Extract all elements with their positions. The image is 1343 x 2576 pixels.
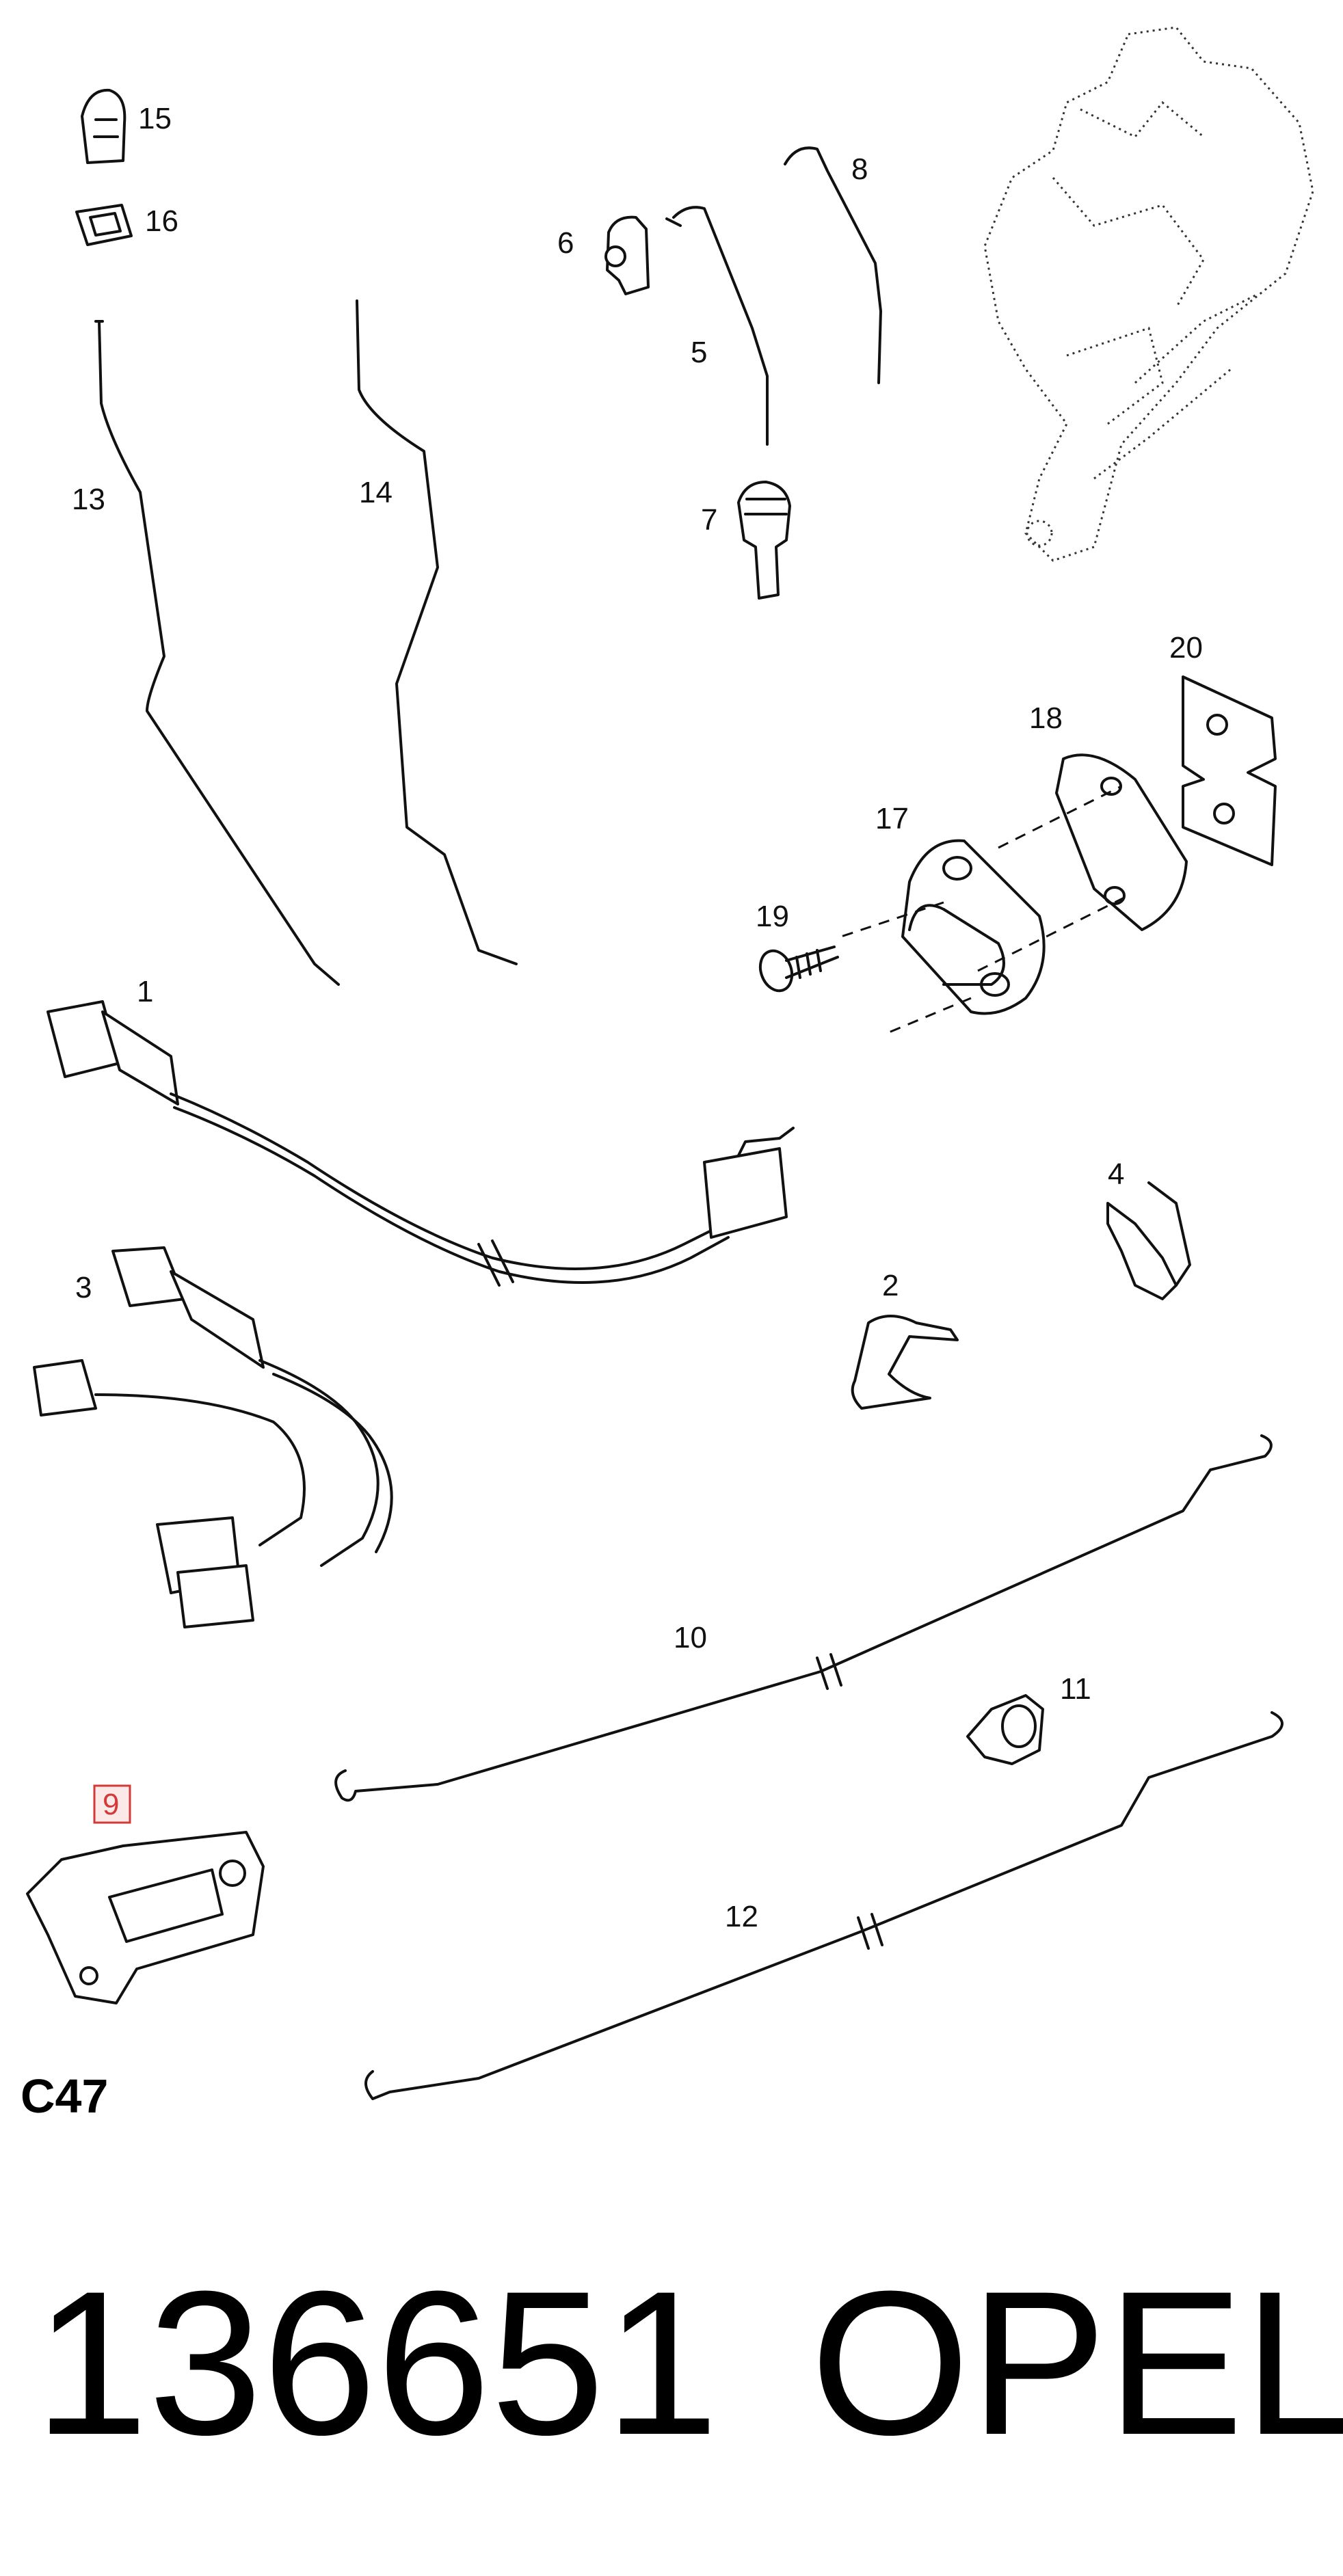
callout-19: 19	[756, 900, 789, 933]
callout-2: 2	[882, 1269, 899, 1302]
callout-9[interactable]: 9	[103, 1788, 119, 1821]
callout-1: 1	[137, 975, 153, 1008]
callout-12: 12	[725, 1900, 758, 1933]
callout-4: 4	[1108, 1157, 1124, 1191]
part-19-screw[interactable]	[755, 945, 839, 995]
part-3-wiring-harness[interactable]	[33, 1246, 393, 1628]
part-10-rod[interactable]	[334, 1434, 1273, 1802]
callout-15: 15	[138, 102, 172, 135]
callout-6: 6	[557, 226, 574, 260]
callout-18: 18	[1029, 701, 1063, 735]
part-4-clip[interactable]	[1106, 1181, 1191, 1300]
callout-16: 16	[145, 204, 178, 238]
part-15-clip[interactable]	[81, 88, 127, 164]
part-1-wiring-harness[interactable]	[46, 1000, 795, 1287]
part-18-gasket[interactable]	[1055, 753, 1188, 931]
part-11-bushing[interactable]	[966, 1694, 1044, 1765]
part-9-handle-bracket[interactable]	[26, 1831, 265, 2004]
section-code: C47	[21, 2069, 108, 2123]
callout-5: 5	[691, 336, 707, 369]
brand-name: OPEL	[810, 2248, 1343, 2478]
part-7-knob[interactable]	[737, 481, 791, 600]
callout-20: 20	[1169, 631, 1203, 665]
part-6-clip[interactable]	[604, 215, 650, 295]
part-17-striker[interactable]	[901, 839, 1046, 1015]
part-14-rod[interactable]	[356, 299, 518, 965]
part-16-grommet[interactable]	[75, 204, 133, 246]
part-8-rod[interactable]	[784, 146, 882, 384]
door-lock-assembly	[983, 26, 1314, 562]
callout-3: 3	[75, 1271, 92, 1304]
callout-14: 14	[359, 476, 393, 509]
part-number: 136651	[34, 2248, 719, 2478]
part-5-rod[interactable]	[665, 206, 769, 446]
callout-8: 8	[851, 152, 868, 186]
callout-10: 10	[674, 1621, 707, 1654]
part-2-spring-clip[interactable]	[851, 1315, 959, 1410]
part-13-rod[interactable]	[94, 320, 340, 986]
callout-17: 17	[875, 802, 909, 835]
callout-9-highlight-box	[93, 1784, 131, 1824]
assembly-guide-lines	[840, 785, 1129, 1034]
callout-11: 11	[1060, 1672, 1091, 1706]
part-12-rod[interactable]	[364, 1711, 1284, 2100]
part-20-plate[interactable]	[1182, 675, 1277, 866]
callout-7: 7	[701, 503, 717, 537]
callout-13: 13	[72, 483, 105, 516]
